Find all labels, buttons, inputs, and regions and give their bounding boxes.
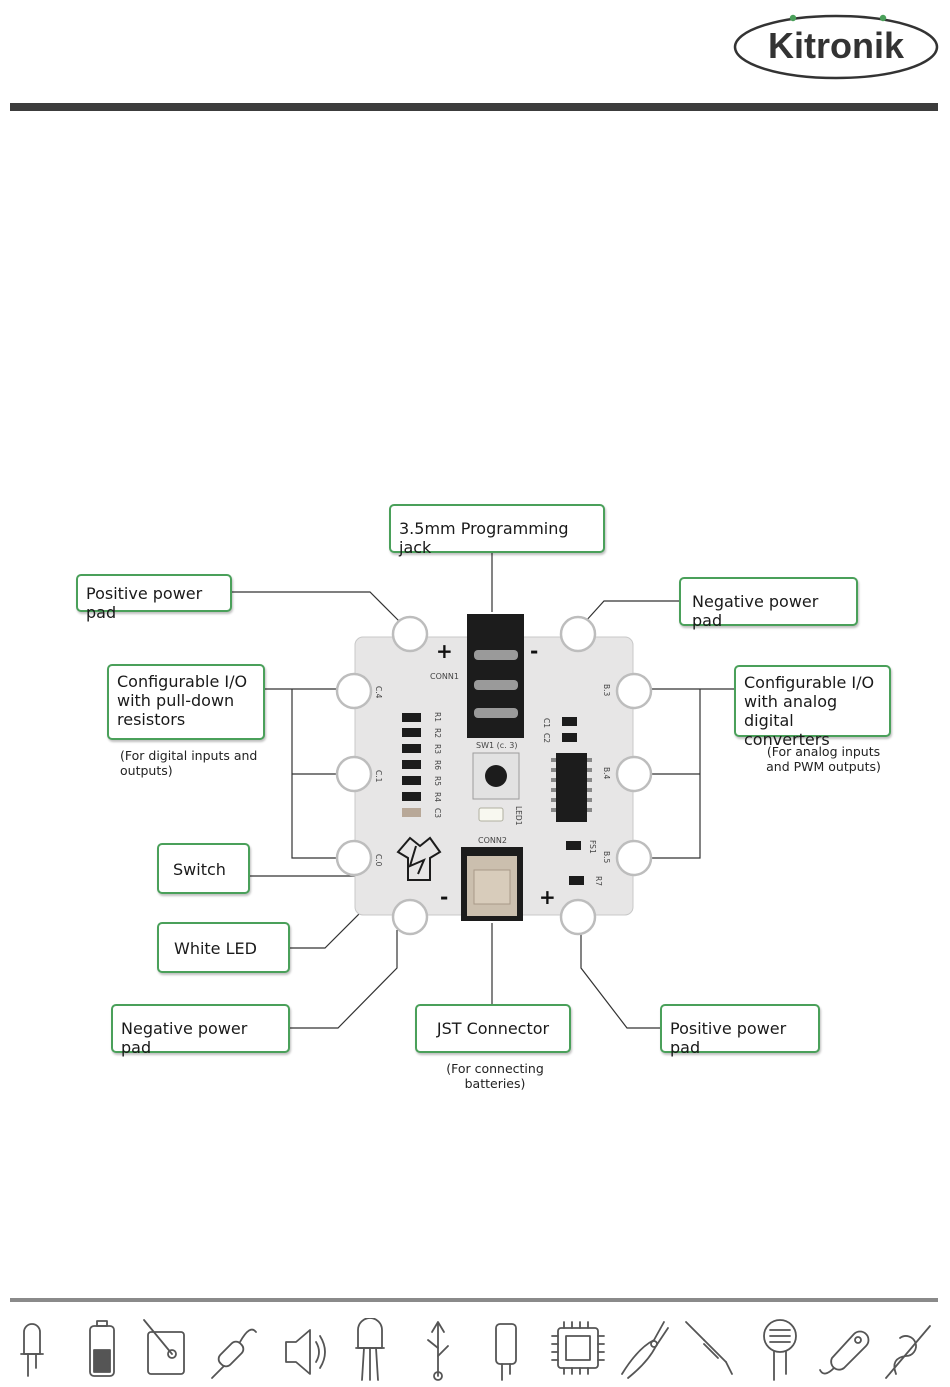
pad-labels: C.4 C.1 C.0 B.3 B.4 B.5: [374, 684, 611, 867]
pad-negative-top: [559, 615, 597, 653]
svg-text:C1: C1: [542, 718, 551, 728]
pad-negative-bottom: [391, 898, 429, 936]
pad-c1: [335, 755, 373, 793]
kitronik-mascot-icon: [396, 836, 442, 881]
svg-text:C.1: C.1: [374, 770, 383, 783]
conn1-label: CONN1: [430, 672, 459, 681]
speaker-icon: [285, 1329, 326, 1375]
minus-sign-bottom: -: [440, 885, 448, 909]
pad-c4: [335, 672, 373, 710]
callout-positive-pad-bottom: Positive power pad: [660, 1004, 820, 1057]
transistor-icon: [355, 1318, 385, 1381]
svg-text:R4: R4: [433, 792, 442, 802]
svg-text:R5: R5: [433, 776, 442, 786]
svg-text:C.0: C.0: [374, 854, 383, 867]
led-icon: [20, 1323, 44, 1377]
callout-negative-pad-top: Negative power pad: [679, 577, 858, 630]
ic-chip: [551, 753, 592, 822]
callout-negative-pad-bottom: Negative power pad: [111, 1004, 290, 1057]
svg-text:R7: R7: [594, 876, 603, 886]
audio-jack: [467, 614, 524, 738]
pliers-icon: [621, 1321, 669, 1379]
multimeter-icon: [143, 1319, 185, 1375]
resistor-icon: [211, 1328, 257, 1379]
svg-text:B.5: B.5: [602, 851, 611, 864]
svg-text:C.4: C.4: [374, 686, 383, 699]
conn2-label: CONN2: [478, 836, 507, 845]
note-io-analog: (For analog inputs and PWM outputs): [766, 744, 881, 774]
note-io-pulldown: (For digital inputs and outputs): [120, 748, 258, 778]
needle-thread-icon: [885, 1325, 931, 1379]
plus-sign-top: +: [436, 639, 453, 663]
svg-text:FS1: FS1: [588, 840, 597, 854]
ldr-icon: [763, 1319, 797, 1381]
svg-text:B.3: B.3: [602, 684, 611, 697]
capacitor-icon: [495, 1323, 517, 1381]
callout-positive-pad-top: Positive power pad: [76, 574, 232, 622]
svg-text:B.4: B.4: [602, 767, 611, 780]
usb-icon: [427, 1321, 449, 1381]
svg-text:R3: R3: [433, 744, 442, 754]
footer-bar: [10, 1298, 938, 1302]
callout-io-pulldown: Configurable I/O with pull-down resistor…: [107, 664, 265, 740]
resistor-labels: R1 R2 R3 R6 R5 R4 C3: [433, 712, 442, 818]
minus-sign-top: -: [530, 639, 538, 663]
chip-icon: [551, 1321, 605, 1375]
pad-c0: [335, 839, 373, 877]
pad-b5: [615, 839, 653, 877]
led1-label: LED1: [514, 806, 523, 826]
sw1-label: SW1 (c. 3): [476, 741, 517, 750]
footer-icons: [20, 1318, 931, 1381]
pad-positive-bottom: [559, 898, 597, 936]
brand-name: Kitronik: [768, 25, 905, 66]
battery-icon: [89, 1320, 115, 1377]
callout-jst-connector: JST Connector: [415, 1004, 571, 1053]
kitronik-logo: Kitronik: [733, 14, 939, 80]
svg-text:C3: C3: [433, 808, 442, 818]
svg-text:R1: R1: [433, 712, 442, 722]
pads: [335, 615, 653, 936]
jst-connector: [461, 847, 523, 921]
callout-white-led: White LED: [157, 922, 290, 973]
svg-text:R6: R6: [433, 760, 442, 770]
note-jst-connector: (For connecting batteries): [446, 1061, 544, 1091]
callout-io-analog: Configurable I/O with analog digital con…: [734, 665, 891, 749]
pad-positive-top: [391, 615, 429, 653]
plus-sign-bottom: +: [539, 885, 556, 909]
svg-text:R2: R2: [433, 728, 442, 738]
pad-b4: [615, 755, 653, 793]
pad-b3: [615, 672, 653, 710]
battery-clip-icon: [819, 1330, 870, 1375]
resistors: [402, 713, 421, 817]
callout-programming-jack: 3.5mm Programming jack: [389, 504, 605, 557]
header-bar: [10, 103, 938, 111]
white-led: [478, 807, 504, 822]
svg-text:C2: C2: [542, 733, 551, 743]
callout-switch: Switch: [157, 843, 250, 894]
soldering-iron-icon: [685, 1321, 733, 1375]
switch-button: [485, 765, 507, 787]
